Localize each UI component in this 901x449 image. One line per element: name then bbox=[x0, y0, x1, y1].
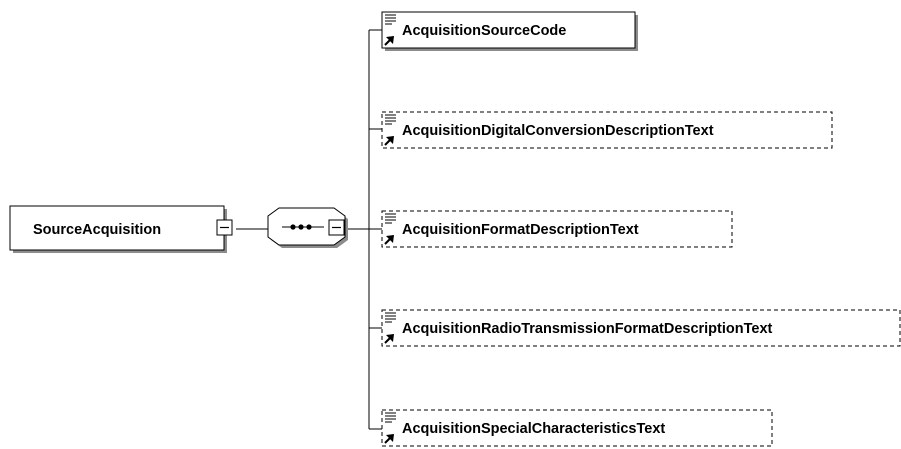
root-collapse-toggle[interactable] bbox=[216, 219, 233, 236]
child-element-label: AcquisitionSourceCode bbox=[402, 23, 566, 39]
child-element-label: AcquisitionSpecialCharacteristicsText bbox=[402, 421, 665, 437]
child-box bbox=[381, 309, 901, 347]
element-content-icon bbox=[385, 213, 396, 224]
reference-arrow-icon bbox=[384, 235, 394, 245]
sequence-icon bbox=[282, 224, 324, 230]
reference-arrow-icon bbox=[384, 136, 394, 146]
child-element-4[interactable]: AcquisitionRadioTransmissionFormatDescri… bbox=[381, 309, 901, 347]
child-element-label: AcquisitionFormatDescriptionText bbox=[402, 222, 639, 238]
child-box bbox=[381, 111, 833, 149]
child-box bbox=[381, 210, 733, 248]
element-content-icon bbox=[385, 412, 396, 423]
reference-arrow-icon bbox=[384, 434, 394, 444]
child-element-label: AcquisitionRadioTransmissionFormatDescri… bbox=[402, 321, 773, 337]
element-content-icon bbox=[385, 114, 396, 125]
root-element-label: SourceAcquisition bbox=[33, 222, 161, 238]
reference-arrow-icon bbox=[384, 334, 394, 344]
child-element-5[interactable]: AcquisitionSpecialCharacteristicsText bbox=[381, 409, 773, 447]
element-content-icon bbox=[385, 14, 396, 25]
child-element-1[interactable]: AcquisitionSourceCode bbox=[381, 11, 638, 51]
child-element-3[interactable]: AcquisitionFormatDescriptionText bbox=[381, 210, 733, 248]
child-box bbox=[381, 409, 773, 447]
root-element[interactable]: SourceAcquisition bbox=[9, 205, 227, 253]
reference-arrow-icon bbox=[384, 36, 394, 46]
child-element-2[interactable]: AcquisitionDigitalConversionDescriptionT… bbox=[381, 111, 833, 149]
connectors bbox=[236, 29, 382, 430]
child-elements: AcquisitionSourceCodeAcquisitionDigitalC… bbox=[381, 11, 901, 447]
compositor-collapse-toggle[interactable] bbox=[328, 219, 345, 236]
child-element-label: AcquisitionDigitalConversionDescriptionT… bbox=[402, 123, 714, 139]
element-content-icon bbox=[385, 312, 396, 323]
child-box bbox=[381, 11, 636, 49]
root-element-box bbox=[9, 205, 225, 251]
